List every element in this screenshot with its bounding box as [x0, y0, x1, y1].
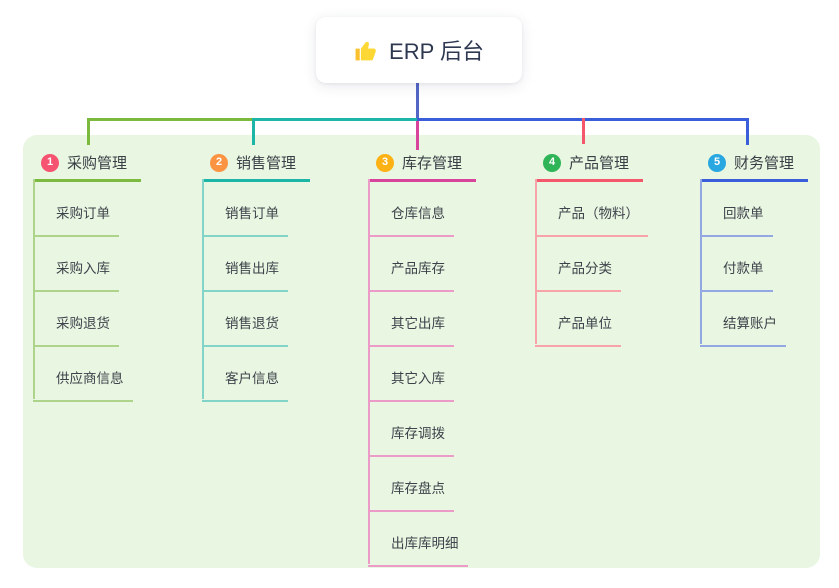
branch-title-product[interactable]: 4 产品管理: [535, 148, 644, 182]
branch-title-label: 采购管理: [67, 155, 128, 172]
node-settlement-account[interactable]: 结算账户: [700, 314, 786, 347]
branch-rail: [202, 179, 204, 399]
node-warehouse-info[interactable]: 仓库信息: [368, 204, 454, 237]
node-collection-receipt[interactable]: 回款单: [700, 204, 773, 237]
node-stock-count[interactable]: 库存盘点: [368, 479, 454, 512]
branch-number-badge: 2: [210, 153, 228, 172]
node-purchase-return[interactable]: 采购退货: [33, 314, 119, 347]
node-other-outbound[interactable]: 其它出库: [368, 314, 454, 347]
node-sales-return[interactable]: 销售退货: [202, 314, 288, 347]
node-payment-receipt[interactable]: 付款单: [700, 259, 773, 292]
node-supplier-info[interactable]: 供应商信息: [33, 369, 133, 402]
branch-sales-management: 2 销售管理 销售订单 销售出库 销售退货 客户信息: [202, 148, 311, 402]
branch-title-sales[interactable]: 2 销售管理: [202, 148, 311, 182]
branch-title-finance[interactable]: 5 财务管理: [700, 148, 809, 182]
branch-purchase-management: 1 采购管理 采购订单 采购入库 采购退货 供应商信息: [33, 148, 142, 402]
root-node-erp-backend[interactable]: ERP 后台: [316, 17, 522, 83]
node-customer-info[interactable]: 客户信息: [202, 369, 288, 402]
branch-number-badge: 4: [543, 153, 561, 172]
node-purchase-inbound[interactable]: 采购入库: [33, 259, 119, 292]
node-other-inbound[interactable]: 其它入库: [368, 369, 454, 402]
branch-rail: [33, 179, 35, 399]
node-product-stock[interactable]: 产品库存: [368, 259, 454, 292]
branch2-h-connector: [253, 118, 417, 121]
root-node-label: ERP 后台: [389, 39, 484, 64]
node-product-material[interactable]: 产品（物料）: [535, 204, 648, 237]
branch-title-label: 销售管理: [236, 155, 297, 172]
branch1-drop-connector: [87, 118, 90, 145]
thumbs-up-icon: [354, 38, 379, 63]
branch-rail: [368, 179, 370, 564]
node-purchase-order[interactable]: 采购订单: [33, 204, 119, 237]
branch-number-badge: 5: [708, 153, 726, 172]
branch-inventory-management: 3 库存管理 仓库信息 产品库存 其它出库 其它入库 库存调拨 库存盘点 出库库…: [368, 148, 477, 567]
branch-title-label: 库存管理: [402, 155, 463, 172]
branch-title-inventory[interactable]: 3 库存管理: [368, 148, 477, 182]
branch-finance-management: 5 财务管理 回款单 付款单 结算账户: [700, 148, 809, 347]
branches-background-panel: [23, 135, 820, 568]
branch1-h-connector: [87, 118, 253, 121]
branch-number-badge: 3: [376, 153, 394, 172]
branch-number-badge: 1: [41, 153, 59, 172]
branch-title-label: 财务管理: [734, 155, 795, 172]
branch4-drop-connector: [582, 118, 585, 144]
node-stock-transfer[interactable]: 库存调拨: [368, 424, 454, 457]
node-sales-outbound[interactable]: 销售出库: [202, 259, 288, 292]
branch3-drop-connector: [416, 121, 419, 150]
branch2-drop-connector: [252, 118, 255, 145]
node-sales-order[interactable]: 销售订单: [202, 204, 288, 237]
branch-rail: [700, 179, 702, 344]
branch-rail: [535, 179, 537, 344]
node-product-category[interactable]: 产品分类: [535, 259, 621, 292]
node-outbound-detail[interactable]: 出库库明细: [368, 534, 468, 567]
branch-title-purchase[interactable]: 1 采购管理: [33, 148, 142, 182]
branch5-drop-connector: [746, 118, 749, 145]
node-product-unit[interactable]: 产品单位: [535, 314, 621, 347]
root-stem-connector: [416, 83, 419, 121]
branch-product-management: 4 产品管理 产品（物料） 产品分类 产品单位: [535, 148, 648, 347]
branch-title-label: 产品管理: [569, 155, 630, 172]
